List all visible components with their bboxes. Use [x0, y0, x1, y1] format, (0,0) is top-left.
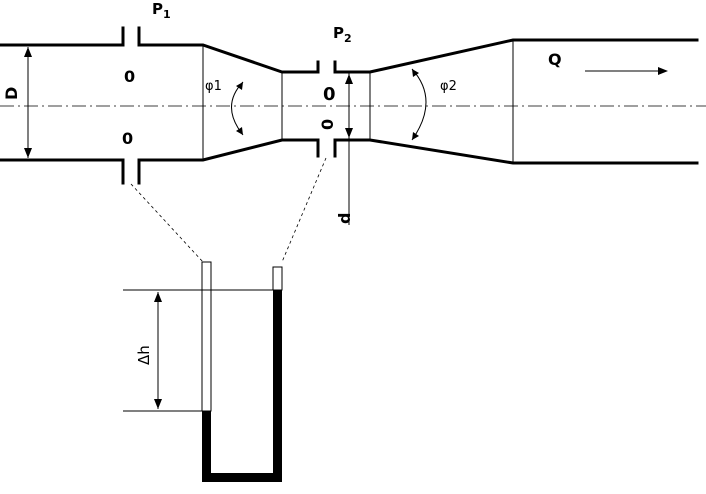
- label-P2: P2: [333, 24, 352, 45]
- dimension-d: [345, 72, 353, 225]
- label-dh: Δh: [135, 345, 153, 365]
- angle-phi1-arc: [231, 81, 244, 136]
- label-phi2: φ2: [440, 79, 457, 94]
- label-P1: P1: [152, 0, 171, 21]
- angle-phi2-arc: [411, 68, 427, 141]
- label-Q: Q: [548, 50, 562, 69]
- dimension-dh: [154, 292, 162, 409]
- connector-p2: [281, 157, 327, 263]
- label-D: D: [2, 87, 21, 100]
- section1-top-marker: 0: [124, 67, 135, 86]
- flow-arrow: [585, 67, 668, 75]
- section2-bottom-marker: 0: [318, 119, 337, 130]
- label-phi1: φ1: [205, 79, 222, 94]
- label-d: d: [335, 213, 354, 224]
- connector-p1: [130, 183, 204, 263]
- section2-top-marker: 0: [323, 84, 336, 105]
- section1-bottom-marker: 0: [122, 129, 133, 148]
- dimension-D: [24, 47, 32, 158]
- section-lines: [202, 40, 514, 163]
- manometer-u-tube: [201, 261, 283, 482]
